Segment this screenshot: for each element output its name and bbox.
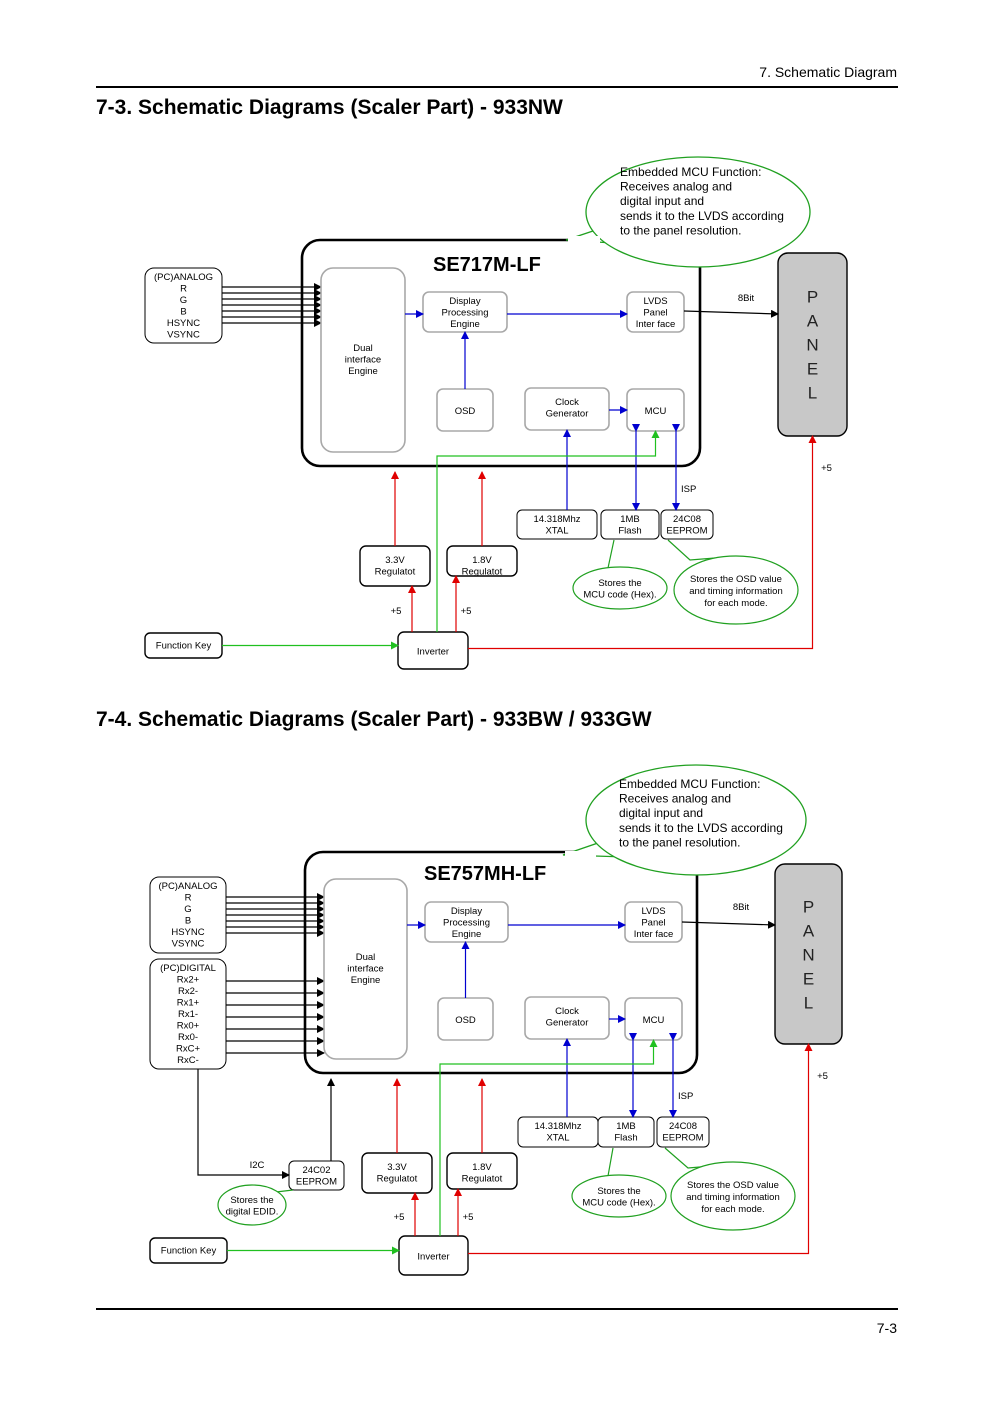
section1-title: 7-3. Schematic Diagrams (Scaler Part) - …	[96, 96, 563, 119]
8bit-label: 8Bit	[733, 902, 750, 913]
plus5-label-33: +5	[394, 1212, 405, 1223]
mcu-function-text: Embedded MCU Function:Receives analog an…	[620, 165, 784, 237]
bubble-join	[565, 851, 596, 859]
osd-value-tail	[667, 539, 716, 561]
chapter-header: 7. Schematic Diagram	[759, 64, 897, 80]
edid-callout	[217, 1184, 287, 1226]
inverter-to-panel-arrow	[468, 435, 817, 650]
inverter-to-mcu-arrow	[439, 1039, 658, 1236]
header-rule	[96, 86, 898, 88]
flash-box	[600, 509, 660, 540]
plus5-label-panel: +5	[817, 1071, 828, 1082]
function-key-label: Function Key	[161, 1246, 217, 1257]
chip-name: SE717M-LF	[433, 254, 541, 276]
mcu-code-callout	[572, 566, 668, 610]
inverter-to-panel-arrow	[468, 1043, 813, 1255]
inverter-to-mcu-arrow	[436, 430, 660, 632]
isp-label: ISP	[678, 1091, 693, 1102]
plus5-label-33: +5	[391, 606, 402, 617]
footer-rule	[96, 1308, 898, 1310]
isp-label: ISP	[681, 484, 696, 495]
chip-name: SE757MH-LF	[424, 863, 546, 885]
inverter-label: Inverter	[417, 1252, 449, 1263]
8bit-label: 8Bit	[738, 293, 755, 304]
dual-interface-engine	[320, 267, 406, 453]
xtal-box	[516, 509, 598, 540]
dual-interface-engine	[323, 878, 408, 1060]
mcu-function-bubble	[585, 764, 807, 876]
osd-label: OSD	[455, 406, 476, 417]
plus5-label-18: +5	[461, 606, 472, 617]
eeprom-box	[660, 509, 714, 540]
diagram-933bw-933gw: Embedded MCU Function:Receives analog an…	[149, 764, 843, 1276]
section2-title: 7-4. Schematic Diagrams (Scaler Part) - …	[96, 708, 652, 731]
osd-value-callout	[670, 1161, 796, 1231]
eeprom-box	[656, 1116, 710, 1148]
digital-input-box	[149, 958, 227, 1070]
mcu-function-bubble	[585, 156, 811, 268]
function-key-label: Function Key	[156, 641, 212, 652]
flash-box	[597, 1116, 655, 1148]
mcu-code-callout	[571, 1174, 667, 1218]
mcu-function-text: Embedded MCU Function:Receives analog an…	[619, 777, 783, 849]
inverter-box	[397, 631, 469, 670]
bubble-join	[568, 236, 600, 244]
plus5-label-panel: +5	[821, 463, 832, 474]
mcu-code-tail	[607, 1147, 630, 1177]
mcu-label: MCU	[645, 406, 667, 417]
inverter-label: Inverter	[417, 647, 449, 658]
lvds-to-panel-arrow	[681, 920, 776, 929]
lvds-to-panel-arrow	[683, 309, 779, 318]
osd-value-callout	[673, 555, 799, 625]
osd-label: OSD	[455, 1015, 476, 1026]
diagram-933nw: Embedded MCU Function:Receives analog an…	[144, 156, 848, 670]
mcu-code-tail	[607, 539, 632, 569]
plus5-label-18: +5	[463, 1212, 474, 1223]
page-number: 7-3	[876, 1320, 897, 1336]
inverter-box	[398, 1235, 469, 1276]
digital-to-eeprom-arrow	[197, 1069, 290, 1179]
mcu-label: MCU	[643, 1015, 665, 1026]
i2c-label: I2C	[250, 1160, 265, 1171]
